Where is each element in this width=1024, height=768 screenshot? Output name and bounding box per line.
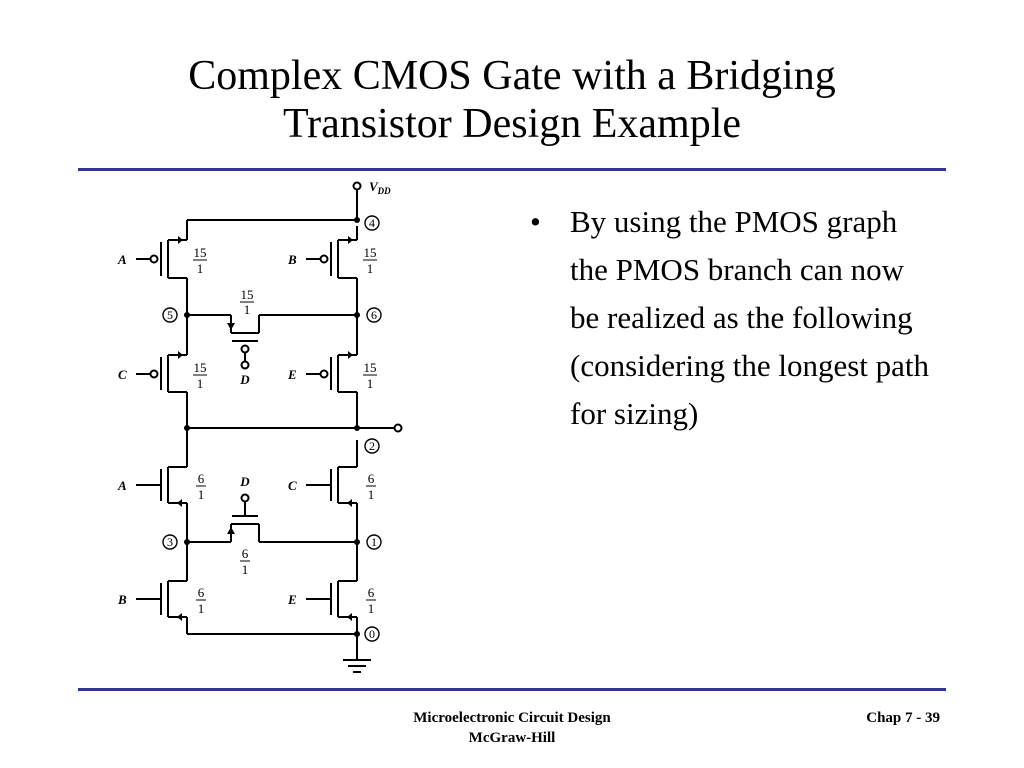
node-2-label: 2 (369, 439, 375, 453)
slide-title: Complex CMOS Gate with a Bridging Transi… (0, 52, 1024, 148)
vdd-label: VDD (369, 179, 391, 196)
nmos-c-ratio-den: 1 (368, 487, 375, 502)
node-6-label: 6 (371, 308, 377, 322)
nmos-d-ratio-num: 6 (242, 546, 249, 561)
node-0-label: 0 (369, 627, 375, 641)
pmos-e-ratio-num: 15 (364, 360, 377, 375)
node-4-label: 4 (369, 216, 375, 230)
nmos-input-e-label: E (287, 592, 297, 607)
title-line-1: Complex CMOS Gate with a Bridging (188, 53, 836, 99)
bottom-divider (78, 688, 946, 691)
pmos-input-e-label: E (287, 367, 297, 382)
footer-publisher: McGraw-Hill (468, 730, 556, 746)
bullet-dot-icon: • (530, 204, 541, 239)
nmos-d-ratio-den: 1 (242, 562, 249, 577)
pmos-input-d-label: D (239, 372, 250, 387)
pmos-a-ratio-den: 1 (197, 261, 204, 276)
pmos-input-c-label: C (118, 367, 127, 382)
nmos-a-ratio-den: 1 (198, 487, 205, 502)
title-line-2: Transistor Design Example (282, 101, 742, 147)
top-divider (78, 168, 946, 171)
pmos-b-ratio-den: 1 (367, 261, 374, 276)
pmos-d-ratio-den: 1 (244, 302, 251, 317)
nmos-b-ratio-num: 6 (198, 585, 205, 600)
pmos-c-ratio-num: 15 (194, 360, 207, 375)
output-terminal (393, 423, 403, 433)
nmos-c-ratio-num: 6 (368, 471, 375, 486)
footer-credits: Microelectronic Circuit Design McGraw-Hi… (0, 708, 1024, 748)
pmos-input-b-label: B (287, 252, 297, 267)
bullet-point: • By using the PMOS graph the PMOS branc… (530, 198, 940, 438)
nmos-input-a-label: A (117, 478, 127, 493)
node-3-label: 3 (167, 535, 173, 549)
nmos-input-b-label: B (117, 592, 127, 607)
footer-page-number: Chap 7 - 39 (866, 710, 940, 726)
pmos-d-ratio-num: 15 (241, 287, 254, 302)
nmos-a-ratio-num: 6 (198, 471, 205, 486)
bullet-text: By using the PMOS graph the PMOS branch … (570, 204, 929, 431)
node-5-label: 5 (167, 308, 173, 322)
nmos-input-d-label: D (239, 474, 250, 489)
node-1-label: 1 (371, 535, 377, 549)
nmos-input-c-label: C (288, 478, 297, 493)
pmos-e-ratio-den: 1 (367, 376, 374, 391)
nmos-e-ratio-num: 6 (368, 585, 375, 600)
pmos-c-ratio-den: 1 (197, 376, 204, 391)
pmos-a-ratio-num: 15 (194, 245, 207, 260)
pmos-b-ratio-num: 15 (364, 245, 377, 260)
pmos-input-a-label: A (117, 252, 127, 267)
nmos-b-ratio-den: 1 (198, 601, 205, 616)
footer-book-title: Microelectronic Circuit Design (413, 710, 611, 726)
nmos-e-ratio-den: 1 (368, 601, 375, 616)
vdd-terminal (352, 181, 362, 191)
